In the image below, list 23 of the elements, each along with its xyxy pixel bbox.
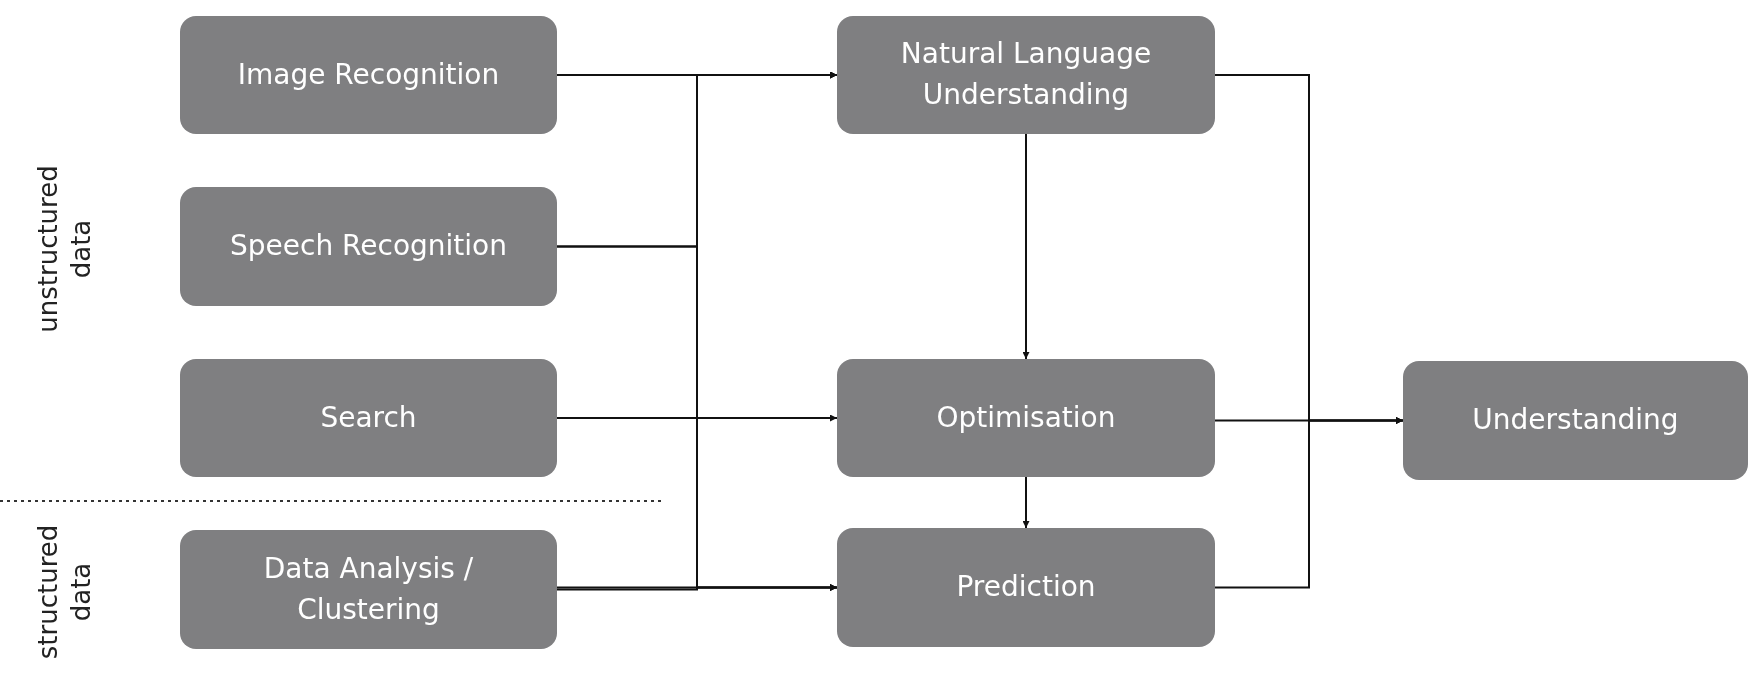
arrow [556,584,838,591]
process-box [837,528,1215,647]
arrow [1022,476,1030,529]
process-box [837,16,1215,134]
side-label: unstructured data [31,164,96,335]
box-label: Image Recognition [237,56,500,93]
box-label: Search [320,399,417,436]
side-label: structured data [31,523,96,662]
process-box [180,16,557,134]
box-label: Natural Language Understanding [899,36,1153,113]
process-box [180,187,557,306]
process-box [837,359,1215,477]
process-box [1403,361,1748,480]
process-box [180,530,557,649]
process-box [180,359,557,477]
box-label: Prediction [956,569,1096,606]
arrow [1022,133,1030,360]
box-label: Data Analysis / Clustering [262,550,475,628]
box-label: Understanding [1472,402,1679,439]
box-label: Speech Recognition [230,228,507,265]
box-label: Optimisation [936,399,1116,436]
arrow [556,414,838,422]
arrow [1214,417,1404,589]
